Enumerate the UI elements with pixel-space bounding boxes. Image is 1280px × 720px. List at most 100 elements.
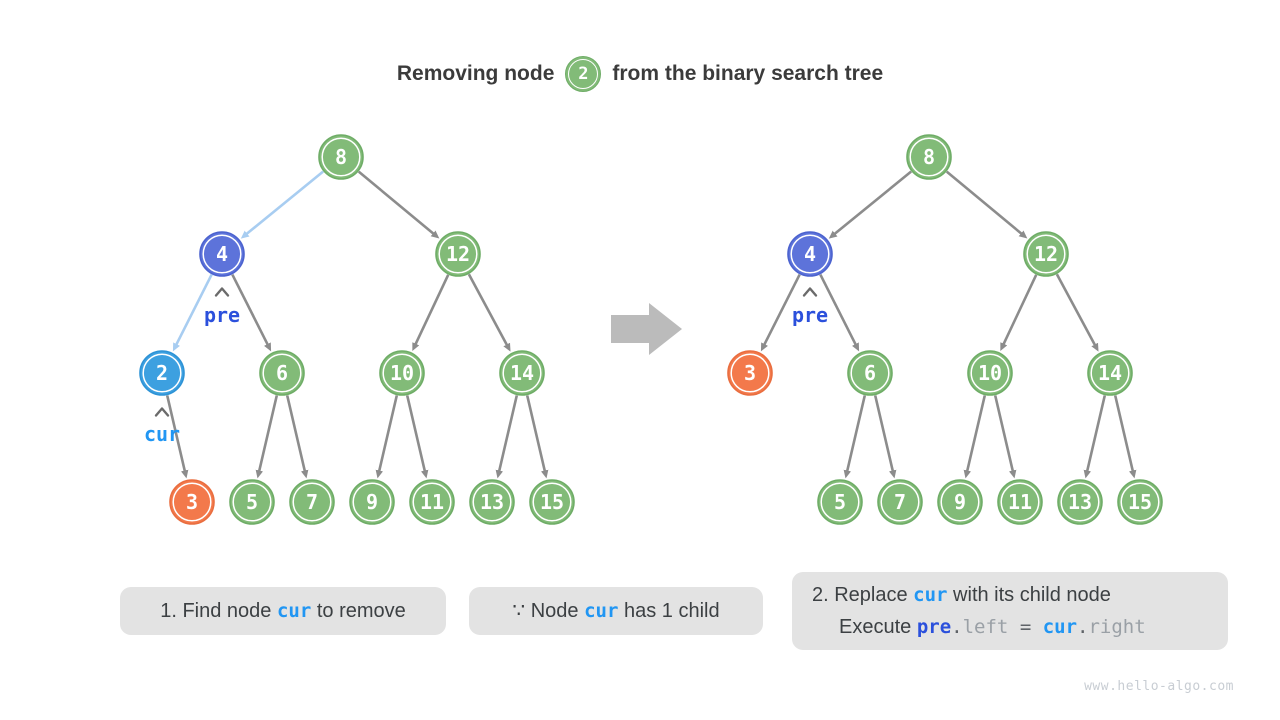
tree-edge: [1000, 274, 1038, 352]
tree-after: 8 4 12 3 6 10 14 5 7 9 11 13 15 pre: [727, 134, 1163, 525]
tree-edge: [963, 395, 987, 479]
tree-node-3: 3: [727, 350, 773, 396]
node-value: 9: [366, 490, 378, 514]
tree-node-14: 14: [1087, 350, 1133, 396]
tree-node-8: 8: [318, 134, 364, 180]
pointer-label: cur: [144, 422, 180, 446]
tree-edge: [231, 273, 272, 352]
caption-text-segment: cur: [1042, 616, 1078, 638]
node-value: 14: [1098, 361, 1122, 385]
tree-edge: [819, 273, 860, 352]
caption-text-segment: cur: [276, 600, 312, 622]
node-value: 11: [420, 490, 444, 514]
tree-node-4: 4: [199, 231, 245, 277]
title-text-suffix: from the binary search tree: [612, 62, 884, 85]
caption-text-segment: with its child node: [947, 584, 1111, 606]
tree-edge: [285, 395, 309, 479]
tree-node-7: 7: [289, 479, 335, 525]
node-value: 7: [894, 490, 906, 514]
caption-text-segment: =: [1008, 616, 1043, 638]
tree-edge: [525, 395, 549, 479]
caption-text-segment: right: [1088, 616, 1146, 638]
tree-node-9: 9: [937, 479, 983, 525]
tree-node-12: 12: [1023, 231, 1069, 277]
tree-edge: [760, 273, 801, 352]
caption-step-1: 1. Find node cur to remove: [120, 587, 446, 635]
tree-node-2: 2: [139, 350, 185, 396]
figure-title: Removing node 2 from the binary search t…: [0, 50, 1280, 98]
caption-text-segment: .: [1077, 616, 1089, 638]
tree-edge: [993, 395, 1017, 479]
tree-edge: [405, 395, 429, 479]
node-value: 6: [276, 361, 288, 385]
tree-node-6: 6: [847, 350, 893, 396]
caption-text-segment: 1. Find node: [160, 600, 277, 622]
tree-edge: [165, 395, 189, 479]
pointer-caret-icon: [214, 287, 230, 297]
tree-node-15: 15: [529, 479, 575, 525]
tree-edge: [1113, 395, 1137, 479]
tree-edge: [945, 170, 1028, 239]
pointer-label: pre: [792, 303, 828, 327]
caption-line: 1. Find node cur to remove: [160, 595, 406, 627]
tree-edge: [843, 395, 867, 479]
transform-arrow-icon: [611, 303, 682, 355]
tree-node-12: 12: [435, 231, 481, 277]
caption-because: ∵ Node cur has 1 child: [469, 587, 763, 635]
pointer-caret-icon: [154, 407, 170, 417]
pointer-label: pre: [204, 303, 240, 327]
node-value: 4: [804, 242, 816, 266]
node-value: 4: [216, 242, 228, 266]
node-value: 8: [923, 145, 935, 169]
tree-edge: [172, 273, 213, 352]
node-value: 5: [834, 490, 846, 514]
node-value: 5: [246, 490, 258, 514]
node-value: 6: [864, 361, 876, 385]
tree-edge: [1083, 395, 1107, 479]
caption-text-segment: to remove: [311, 600, 406, 622]
pointer-pre: pre: [204, 287, 240, 327]
tree-node-7: 7: [877, 479, 923, 525]
tree-node-9: 9: [349, 479, 395, 525]
node-value: 11: [1008, 490, 1032, 514]
tree-edge: [828, 170, 912, 239]
tree-node-10: 10: [967, 350, 1013, 396]
tree-node-3: 3: [169, 479, 215, 525]
node-value: 8: [335, 145, 347, 169]
node-value: 9: [954, 490, 966, 514]
caption-text-segment: ∵ Node: [512, 600, 585, 622]
tree-node-11: 11: [409, 479, 455, 525]
tree-edge: [240, 170, 324, 239]
tree-node-13: 13: [469, 479, 515, 525]
tree-node-8: 8: [906, 134, 952, 180]
tree-node-5: 5: [817, 479, 863, 525]
node-value: 15: [1128, 490, 1152, 514]
tree-node-6: 6: [259, 350, 305, 396]
node-value: 3: [186, 490, 198, 514]
caption-text-segment: cur: [584, 600, 619, 622]
node-value: 15: [540, 490, 564, 514]
tree-edge: [495, 395, 519, 479]
tree-node-5: 5: [229, 479, 275, 525]
caption-text-segment: .: [951, 616, 963, 638]
pointer-pre: pre: [792, 287, 828, 327]
node-value: 2: [156, 361, 168, 385]
caption-text-segment: 2. Replace: [812, 584, 914, 606]
pointer-cur: cur: [144, 407, 180, 446]
title-text-prefix: Removing node: [396, 62, 555, 85]
node-value: 3: [744, 361, 756, 385]
node-value: 13: [1068, 490, 1092, 514]
tree-edge: [255, 395, 279, 479]
node-value: 7: [306, 490, 318, 514]
caption-text-segment: left: [962, 616, 1009, 638]
node-value: 10: [390, 361, 414, 385]
node-value: 10: [978, 361, 1002, 385]
tree-edge: [412, 274, 450, 352]
pointer-caret-icon: [802, 287, 818, 297]
caption-text-segment: Execute: [839, 616, 917, 638]
tree-edge: [1055, 273, 1099, 352]
caption-text-segment: cur: [913, 584, 948, 606]
